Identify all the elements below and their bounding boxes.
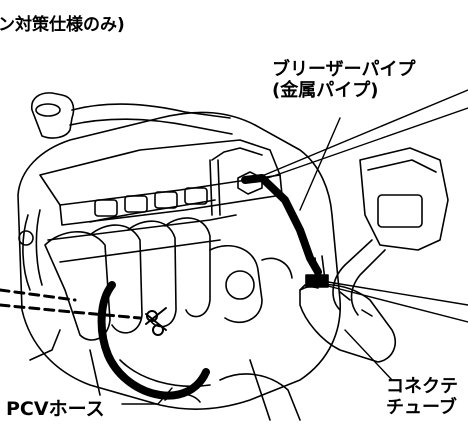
cut-lines (0, 288, 142, 320)
pcv-hose-label: PCVホース (6, 398, 105, 420)
breather-leader-1 (261, 89, 468, 177)
pcv-hose-connector (305, 274, 329, 288)
pcv-hose (97, 281, 210, 400)
header-note: ン対策仕様のみ) (0, 15, 125, 35)
breather-pipe (241, 174, 322, 276)
engine-outline (17, 92, 449, 421)
connector-tube-label-line1: コネクテ (386, 376, 458, 397)
pcv-leader (121, 387, 173, 405)
breather-leader-3 (299, 117, 341, 211)
connector-leader-1 (327, 281, 468, 306)
scissors-icon (145, 307, 167, 336)
breather-pipe-label-line1: ブリーザーパイプ (272, 59, 416, 80)
connector-tube-label: コネクテ チューブ (386, 376, 458, 418)
breather-pipe-label-line2: (金属パイプ) (272, 79, 379, 101)
connector-leader-3 (344, 329, 393, 381)
breather-pipe-label: ブリーザーパイプ (金属パイプ) (272, 59, 416, 101)
breather-leader-2 (261, 107, 468, 181)
connector-tube-label-line2: チューブ (386, 396, 457, 418)
connector-leader-2 (327, 285, 468, 323)
leader-lines (121, 89, 468, 405)
